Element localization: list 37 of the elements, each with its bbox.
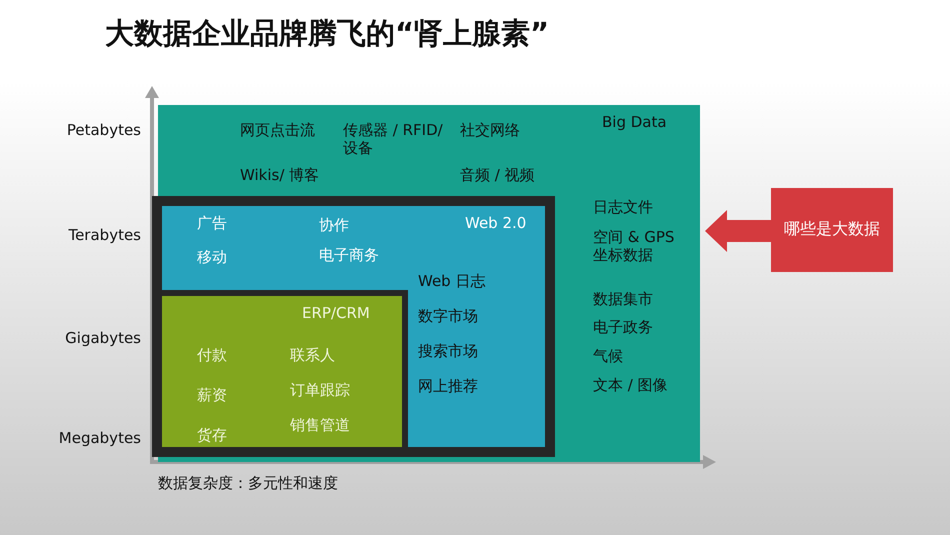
callout-text: 哪些是大数据 xyxy=(783,219,881,239)
region-heading: Web 2.0 xyxy=(465,214,528,232)
data-source-label: 传感器 / RFID/ 设备 xyxy=(343,121,444,157)
data-source-label: 电子政务 xyxy=(593,318,654,336)
data-source-label: 音频 / 视频 xyxy=(460,166,536,184)
data-source-label: 货存 xyxy=(197,426,228,444)
data-source-label: 销售管道 xyxy=(290,416,351,434)
data-source-label: 联系人 xyxy=(290,346,336,364)
data-source-label: 社交网络 xyxy=(460,121,521,139)
data-source-label: 搜索市场 xyxy=(418,342,479,360)
axis-tick-label: Gigabytes xyxy=(64,329,141,347)
callout-arrow xyxy=(705,188,893,272)
data-source-label: 网上推荐 xyxy=(418,377,479,395)
data-source-label: 日志文件 xyxy=(593,198,654,216)
data-source-label: Web 日志 xyxy=(418,272,486,290)
data-source-label: 订单跟踪 xyxy=(290,381,351,399)
data-source-label: 文本 / 图像 xyxy=(593,376,669,394)
slide-title: 大数据企业品牌腾飞的“肾上腺素” xyxy=(105,15,550,52)
axis-tick-label: Terabytes xyxy=(67,226,141,244)
data-source-label: 付款 xyxy=(197,346,228,364)
data-source-label: 数据集市 xyxy=(593,290,654,308)
axis-tick-label: Petabytes xyxy=(66,121,141,139)
data-source-label: 气候 xyxy=(593,347,624,365)
axis-tick-label: Megabytes xyxy=(58,429,141,447)
data-source-label: 移动 xyxy=(197,248,228,266)
region-heading: ERP/CRM xyxy=(302,304,371,322)
region-heading: Big Data xyxy=(602,113,668,131)
data-source-label: 网页点击流 xyxy=(240,121,316,139)
data-source-label: Wikis/ 博客 xyxy=(240,166,320,184)
data-region-box xyxy=(152,196,555,457)
data-source-label: 广告 xyxy=(197,214,228,232)
data-source-label: 薪资 xyxy=(197,386,228,404)
data-source-label: 空间 & GPS 坐标数据 xyxy=(593,228,676,264)
data-source-label: 电子商务 xyxy=(319,246,380,264)
axis-title: 数据复杂度：多元性和速度 xyxy=(158,474,339,492)
data-source-label: 协作 xyxy=(319,216,350,234)
data-source-label: 数字市场 xyxy=(418,307,479,325)
